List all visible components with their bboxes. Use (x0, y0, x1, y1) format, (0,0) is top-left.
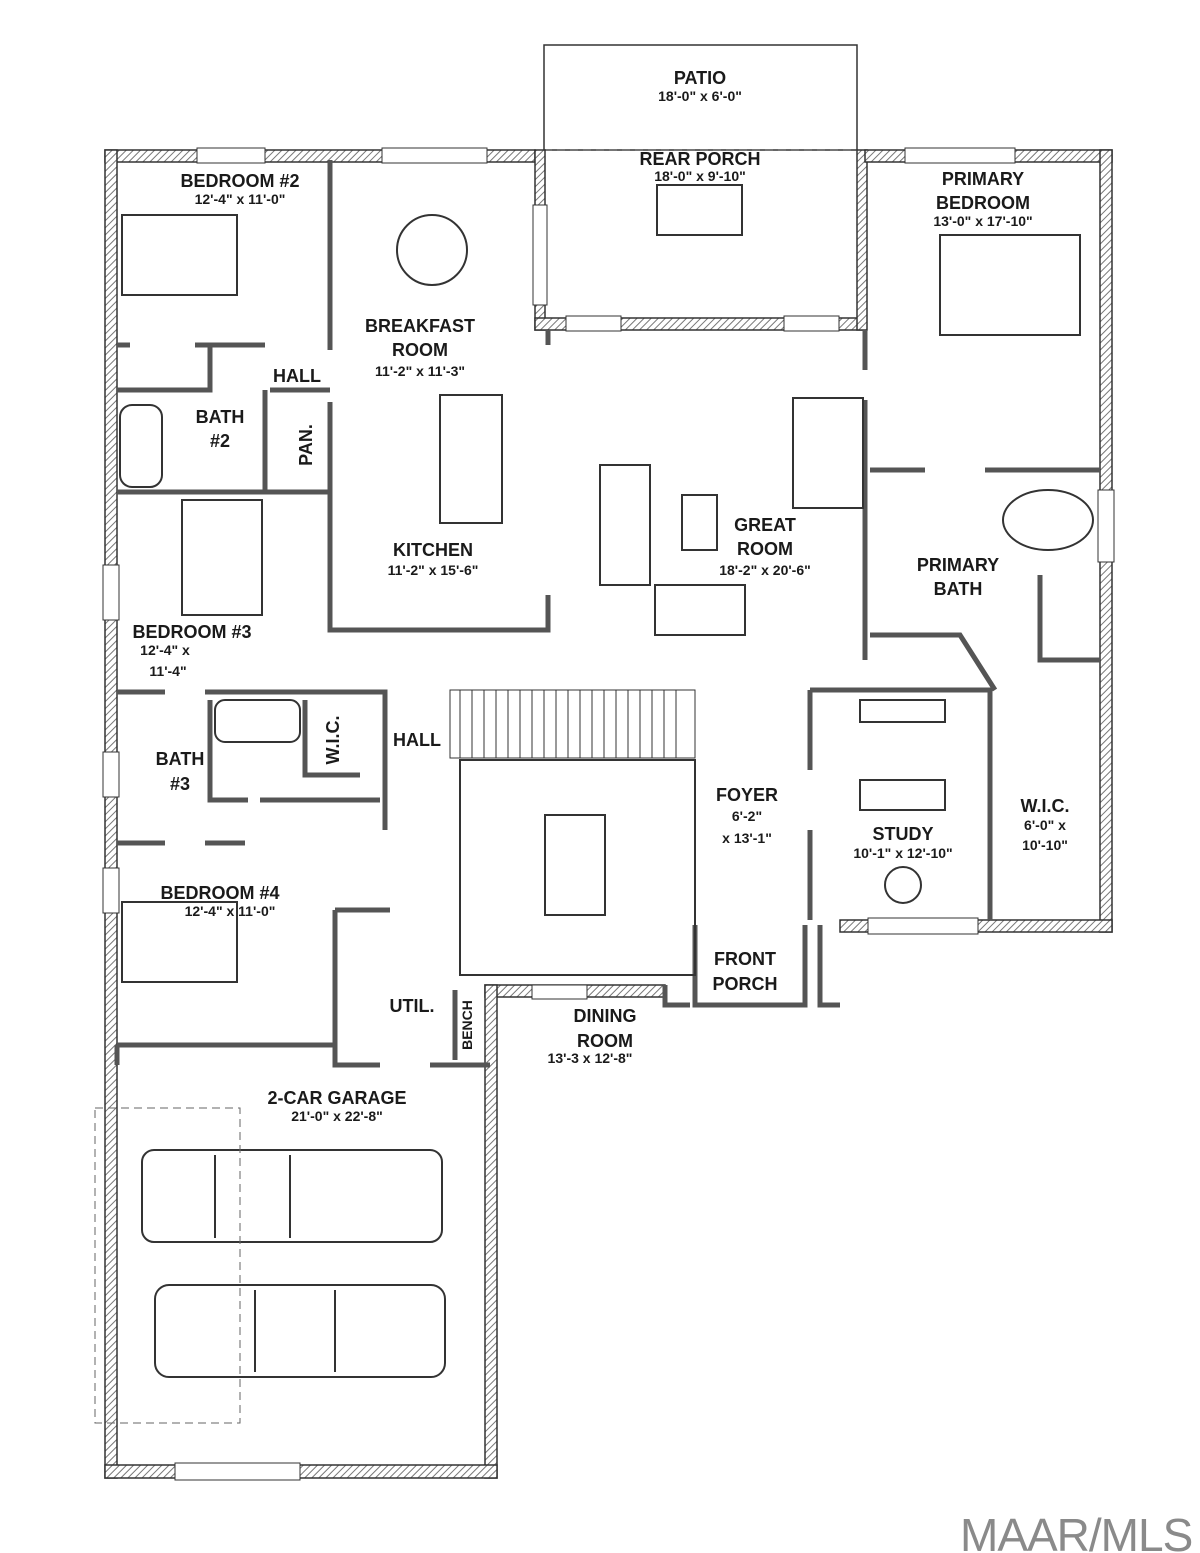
bath-3-label-2: #3 (169, 774, 191, 794)
beds (121, 214, 1081, 983)
primary-bedroom-label-2: BEDROOM (936, 193, 1030, 213)
wic-2-label: W.I.C. (1020, 796, 1070, 816)
patio-label: PATIO (673, 68, 727, 88)
great-room-label-2: ROOM (737, 539, 793, 559)
bedroom-4-label: BEDROOM #4 (160, 883, 280, 903)
dining-label-1: DINING (573, 1006, 637, 1026)
bedroom-3-dims-2: 11'-4" (149, 663, 187, 679)
bedroom-3-dims-1: 12'-4" x (140, 642, 190, 658)
study-furniture (859, 699, 946, 904)
kitchen-island (439, 394, 503, 524)
kitchen-label: KITCHEN (393, 540, 473, 560)
dining-room-outline (459, 759, 696, 976)
util-label: UTIL. (389, 996, 435, 1016)
bath-2-label-1: BATH (195, 407, 245, 427)
interior-walls (114, 160, 1100, 1068)
watermark: MAAR/MLS (960, 1509, 1193, 1553)
bedroom-3-label: BEDROOM #3 (132, 622, 252, 642)
foyer-dims-2: x 13'-1" (722, 830, 772, 846)
kitchen-dims: 11'-2" x 15'-6" (387, 562, 479, 578)
front-porch-label-1: FRONT (714, 949, 776, 969)
hall-label-1: HALL (273, 366, 321, 386)
pantry-label: PAN. (296, 424, 316, 466)
exterior-walls (104, 149, 1113, 1479)
bath-3-label-1: BATH (155, 749, 205, 769)
bedroom-2-label: BEDROOM #2 (180, 171, 300, 191)
study-dims: 10'-1" x 12'-10" (853, 845, 953, 861)
rear-porch-label: REAR PORCH (639, 149, 761, 169)
primary-bedroom-label-1: PRIMARY (941, 169, 1025, 189)
great-room-dims: 18'-2" x 20'-6" (719, 562, 811, 578)
bedroom-4-dims: 12'-4" x 11'-0" (184, 903, 276, 919)
bath-2-label-2: #2 (209, 431, 231, 451)
breakfast-label-2: ROOM (392, 340, 448, 360)
patio-dims: 18'-0" x 6'-0" (658, 88, 742, 104)
windows (102, 147, 1115, 1481)
wic-2-dims-2: 10'-10" (1022, 837, 1068, 853)
wic-2-dims-1: 6'-0" x (1024, 817, 1066, 833)
porch-table (656, 184, 743, 236)
wic-1-label: W.I.C. (323, 715, 343, 765)
primary-bedroom-dims: 13'-0" x 17'-10" (933, 213, 1033, 229)
rear-porch-dims: 18'-0" x 9'-10" (654, 168, 746, 184)
dining-label-2: ROOM (577, 1031, 633, 1051)
primary-bath-label-2: BATH (933, 579, 983, 599)
great-room-furniture (599, 397, 864, 636)
hall-label-2: HALL (393, 730, 441, 750)
garage-dims: 21'-0" x 22'-8" (291, 1108, 383, 1124)
bench-label: BENCH (459, 1000, 475, 1050)
great-room-label-1: GREAT (734, 515, 796, 535)
breakfast-table (396, 214, 468, 286)
foyer-label: FOYER (715, 785, 779, 805)
breakfast-dims: 11'-2" x 11'-3" (375, 363, 465, 379)
garage-label: 2-CAR GARAGE (267, 1088, 407, 1108)
dining-dims: 13'-3 x 12'-8" (547, 1050, 633, 1066)
bathtubs (119, 404, 1094, 743)
primary-bath-label-1: PRIMARY (916, 555, 1000, 575)
breakfast-label-1: BREAKFAST (364, 316, 476, 336)
front-porch-label-2: PORCH (712, 974, 778, 994)
dining-table (544, 814, 606, 916)
garage-vehicles (94, 1107, 446, 1424)
bedroom-2-dims: 12'-4" x 11'-0" (194, 191, 286, 207)
foyer-dims-1: 6'-2" (731, 808, 763, 824)
staircase (449, 689, 696, 759)
study-label: STUDY (872, 824, 934, 844)
